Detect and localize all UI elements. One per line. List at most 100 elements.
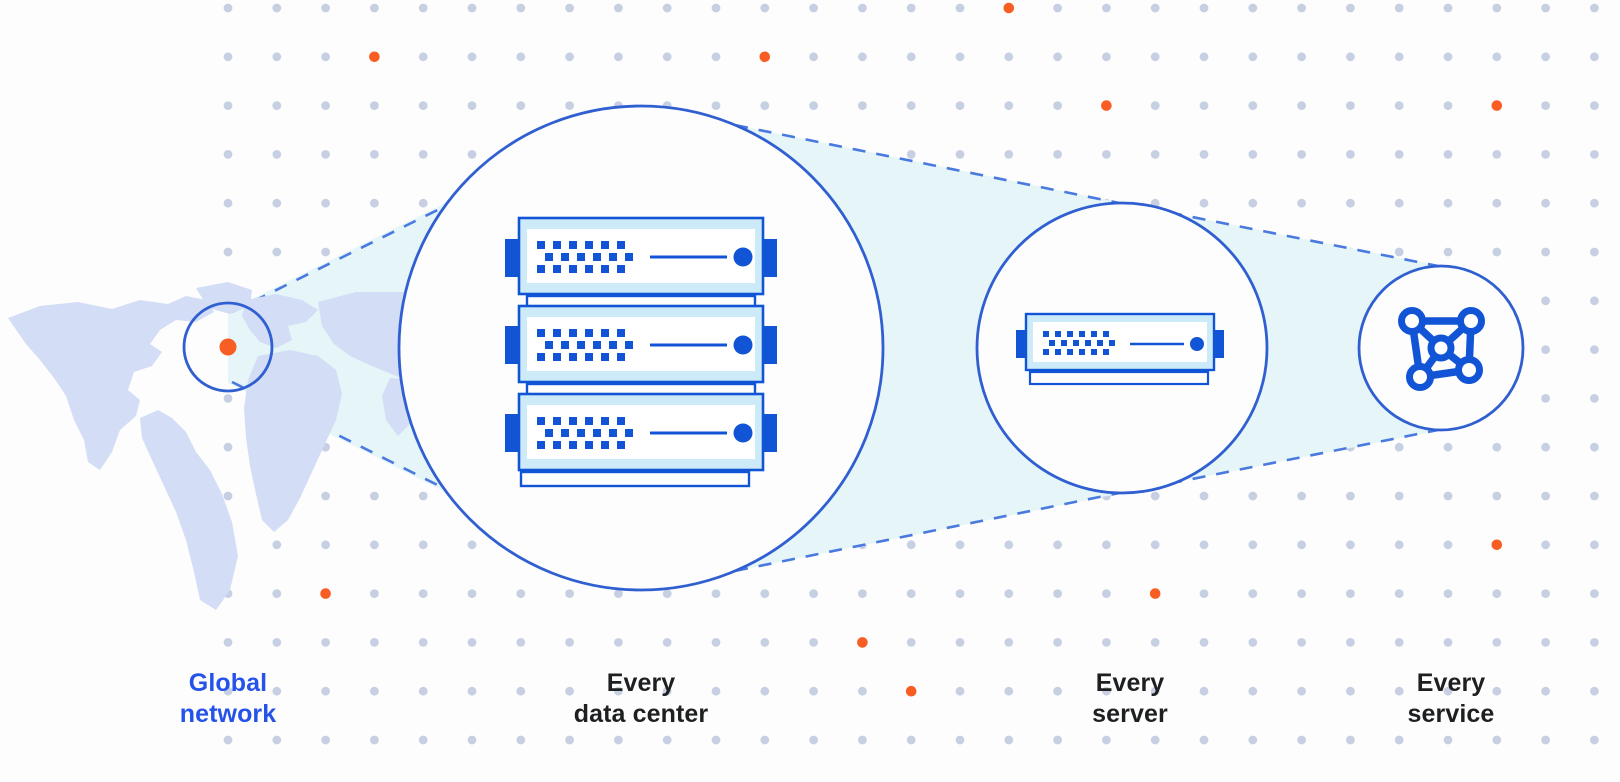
grid-dot [1541,296,1550,306]
grid-dot [1297,3,1306,13]
grid-dot [662,686,672,696]
grid-dot [1004,540,1014,550]
grid-dot [1443,686,1453,696]
status-dot [733,247,753,267]
grid-dot [1297,150,1306,159]
grid-dot [418,589,428,598]
grid-dot [223,52,233,62]
grid-dot [1443,198,1453,208]
grid-dot [906,735,916,745]
grid-dot [1102,638,1111,647]
grid-dot [614,735,623,745]
grid-dot [1346,638,1355,647]
grid-dot [906,638,916,647]
grid-dot-accent [1491,100,1503,111]
grid-dot [370,735,379,745]
grid-dot [565,735,574,745]
label-every-data-center: Every data center [573,669,709,728]
grid-dot [1004,589,1014,598]
grid-dot [1492,442,1502,452]
grid-dot [1004,638,1014,647]
grid-dot [516,52,526,62]
grid-dot [1346,101,1355,110]
grid-dot [223,101,233,110]
grid-dot [272,686,282,696]
grid-dot [467,540,477,550]
grid-dot [1590,296,1599,306]
grid-dot [1541,3,1550,13]
grid-dot [321,198,330,208]
grid-dot [760,101,770,110]
grid-dot [1004,52,1014,62]
grid-dot [1590,52,1599,62]
grid-dot [1199,638,1209,647]
grid-dot [565,52,574,62]
grid-dot [1590,3,1599,13]
stage-every-data-center [397,104,885,592]
grid-dot [1541,101,1550,110]
grid-dot [1492,52,1502,62]
grid-dot [418,540,428,550]
grid-dot [516,735,526,745]
grid-dot [906,52,916,62]
grid-dot [809,686,818,696]
grid-dot [467,101,477,110]
led-indicator-grid [537,417,633,449]
grid-dot [1248,3,1258,13]
led-indicator-grid [1043,331,1115,355]
grid-dot [1346,52,1355,62]
world-map-location-marker [219,338,237,356]
grid-dot [1346,589,1355,598]
grid-dot [321,247,330,257]
grid-dot [1053,638,1062,647]
grid-dot [1004,686,1014,696]
grid-dot [1394,150,1404,159]
grid-dot [1102,686,1111,696]
grid-dot [1053,735,1062,745]
grid-dot [1199,589,1209,598]
grid-dot [1053,52,1062,62]
grid-dot [1150,3,1160,13]
grid-dot [906,150,916,159]
grid-dot [1248,735,1258,745]
world-map-focus-circle [182,301,274,393]
server-rack-illustration [505,216,777,488]
grid-dot [272,589,282,598]
grid-dot [272,198,282,208]
grid-dot [1199,491,1209,501]
server-unit [505,304,777,384]
grid-dot [1053,150,1062,159]
grid-dot [614,686,623,696]
grid-dot [1492,589,1502,598]
grid-dot [1394,638,1404,647]
grid-dot [272,101,282,110]
grid-dot [1248,198,1258,208]
grid-dot [614,52,623,62]
grid-dot [1053,540,1062,550]
grid-dot [1394,491,1404,501]
grid-dot [1590,442,1599,452]
label-global-network: Global network [179,669,277,728]
grid-dot [1150,638,1160,647]
grid-dot [1150,101,1160,110]
grid-dot-accent [1101,100,1112,111]
grid-dot [906,540,916,550]
grid-dot [418,52,428,62]
grid-dot [1394,589,1404,598]
grid-dot [1541,491,1550,501]
grid-dot [711,3,721,13]
grid-dot [1297,52,1306,62]
grid-dot [1394,442,1404,452]
grid-dot [223,442,233,452]
grid-dot [1150,491,1160,501]
grid-dot [370,638,379,647]
status-dot [1190,337,1204,351]
grid-dot [711,735,721,745]
grid-dot [906,589,916,598]
grid-dot [955,589,965,598]
grid-dot [321,101,330,110]
grid-dot [760,735,770,745]
grid-dot [223,735,233,745]
grid-dot [370,150,379,159]
